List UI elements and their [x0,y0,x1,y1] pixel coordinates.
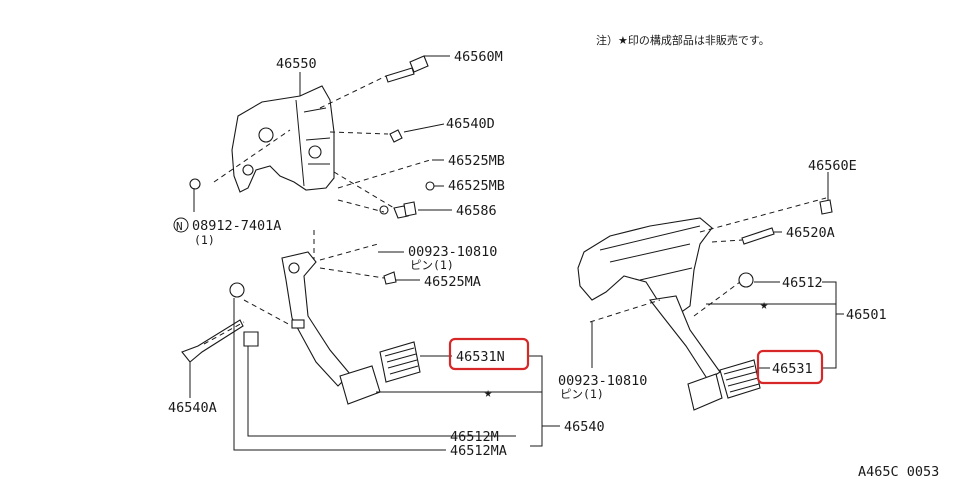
n-circle-icon: N [173,217,189,233]
note-text: 注）★印の構成部品は非販売です。 [596,33,770,47]
label-46540: 46540 [564,419,605,435]
label-46512MA: 46512MA [450,443,507,459]
left-small-parts [189,129,435,285]
label-46560E: 46560E [808,158,857,174]
left-dashed-lines [203,75,431,345]
label-00923-right-sub: ピン(1) [560,387,604,401]
right-dashed-lines [589,197,827,323]
label-46540A: 46540A [168,400,217,416]
label-46540D: 46540D [446,116,495,132]
highlight-box-46531N [448,337,530,371]
left-leader-lines [189,55,560,451]
label-46586: 46586 [456,203,497,219]
label-46550: 46550 [276,56,317,72]
label-46525MB-1: 46525MB [448,153,505,169]
label-08912-7401A: 08912-7401A [192,218,281,234]
label-46531: 46531 [772,361,813,377]
highlight-box-46531 [756,349,824,385]
label-46512: 46512 [782,275,823,291]
label-46525MA: 46525MA [424,274,481,290]
svg-text:N: N [176,220,183,233]
label-08912-qty: (1) [194,233,215,247]
right-pedal-assembly-drawing [577,199,833,411]
right-labels: 46560E 46520A 46512 ★ 46501 46531 00923-… [558,158,887,401]
left-bolt-46560M [385,55,429,83]
figure-code: A465C 0053 [858,464,939,480]
star-left: ★ [484,385,492,401]
label-00923-right: 00923-10810 [558,373,647,389]
left-pedal-arm-drawing [181,251,421,405]
label-46501: 46501 [846,307,887,323]
label-46520A: 46520A [786,225,835,241]
label-46560M: 46560M [454,49,503,65]
label-46512M: 46512M [450,429,499,445]
label-46531N: 46531N [456,349,505,365]
left-bracket-drawing [231,85,335,193]
label-00923-left: 00923-10810 [408,244,497,260]
label-00923-left-sub: ピン(1) [410,258,454,272]
label-46525MB-2: 46525MB [448,178,505,194]
right-leader-lines [591,172,844,369]
star-right: ★ [760,297,768,313]
left-labels: 46550 46560M 46540D 46525MB 46525MB 4658… [168,49,605,459]
